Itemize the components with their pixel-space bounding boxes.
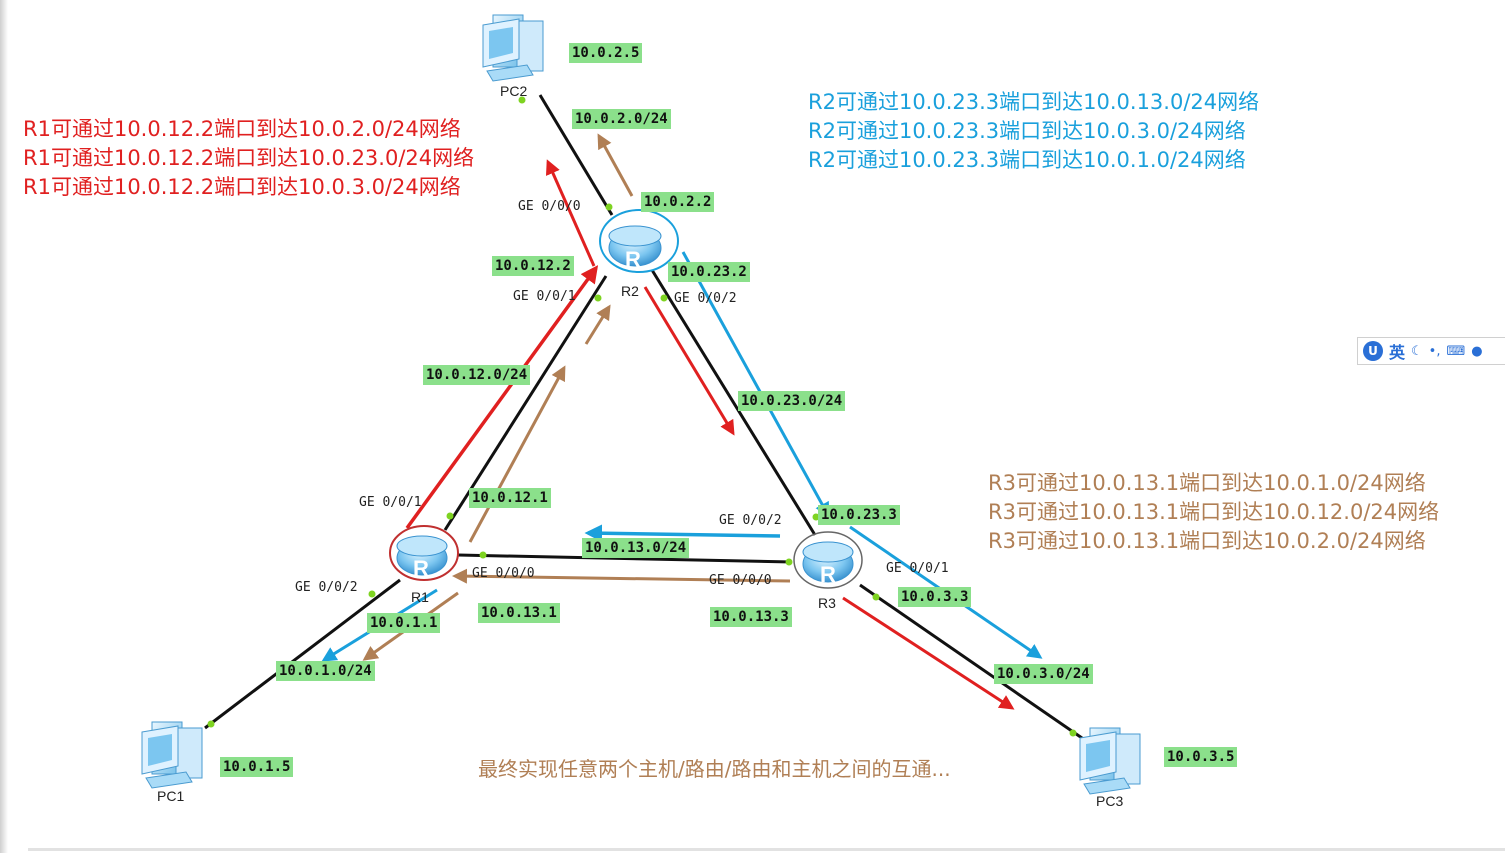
pc2-icon[interactable] (482, 14, 544, 82)
r1-note-3: R1可通过10.0.12.2端口到达10.0.3.0/24网络 (23, 175, 461, 199)
window-left-edge (0, 0, 8, 853)
link-r1-r2 (443, 275, 608, 531)
dot-pc1 (207, 720, 215, 728)
router-r3-glyph: R (820, 562, 836, 587)
links (204, 94, 1083, 740)
r2-g001-ip-tag: 10.0.12.2 (492, 256, 574, 276)
net-r2-pc2-tag: 10.0.2.0/24 (572, 109, 671, 129)
r3-route-notes: R3可通过10.0.13.1端口到达10.0.1.0/24网络 R3可通过10.… (988, 469, 1439, 556)
pc2-ip-tag: 10.0.2.5 (569, 43, 643, 63)
link-r3-pc3 (859, 583, 1083, 740)
r3-label: R3 (818, 595, 836, 611)
r1-port-g002: GE 0/0/2 (295, 580, 358, 595)
r1-g000-ip-tag: 10.0.13.1 (478, 603, 560, 623)
net-r1-r3-tag: 10.0.13.0/24 (582, 538, 690, 558)
punctuation-icon[interactable]: •, (1428, 343, 1441, 359)
router-r1[interactable]: R (389, 525, 459, 581)
pc1-label: PC1 (157, 788, 185, 804)
router-r1-glyph: R (413, 556, 429, 581)
arrow-r2-to-r3-blue (681, 251, 830, 518)
r3-g000-ip-tag: 10.0.13.3 (710, 607, 792, 627)
r2-port-g002: GE 0/0/2 (674, 291, 737, 306)
link-r1-pc1 (204, 578, 401, 730)
r3-route-arrows (362, 133, 791, 661)
r2-label: R2 (621, 283, 639, 299)
r3-note-2: R3可通过10.0.13.1端口到达10.0.12.0/24网络 (988, 500, 1440, 524)
router-r2[interactable]: R (599, 209, 679, 273)
arrow-r1-to-r2-thick (405, 265, 599, 530)
net-r3-pc3-tag: 10.0.3.0/24 (994, 664, 1093, 684)
pc3-ip-tag: 10.0.3.5 (1164, 747, 1238, 767)
dot-r1-g000 (479, 551, 487, 559)
r2-note-3: R2可通过10.0.23.3端口到达10.0.1.0/24网络 (808, 148, 1246, 172)
dot-r1-g001 (446, 512, 454, 520)
ime-toolbar[interactable]: U 英 ☾ •, ⌨ ● (1357, 337, 1505, 365)
arrow-r3-to-r1-blue (584, 524, 781, 542)
user-icon[interactable]: ● (1471, 343, 1483, 359)
dot-pc3 (1069, 729, 1077, 737)
r1-g002-ip-tag: 10.0.1.1 (367, 613, 441, 633)
r1-route-arrows (405, 159, 1015, 710)
r1-note-1: R1可通过10.0.12.2端口到达10.0.2.0/24网络 (23, 117, 461, 141)
keyboard-icon[interactable]: ⌨ (1446, 343, 1466, 359)
r3-g001-ip-tag: 10.0.3.3 (898, 587, 972, 607)
pc3-icon[interactable] (1079, 727, 1141, 795)
ime-logo-icon[interactable]: U (1363, 341, 1383, 361)
r3-note-3: R3可通过10.0.13.1端口到达10.0.2.0/24网络 (988, 529, 1426, 553)
router-r3[interactable]: R (793, 531, 863, 589)
link-r2-pc2 (538, 94, 614, 216)
router-r2-glyph: R (625, 247, 641, 272)
interface-dots (207, 96, 1077, 737)
arrow-r2-to-pc2-brown (597, 133, 634, 197)
r2-port-g001: GE 0/0/1 (513, 289, 576, 304)
summary-note: 最终实现任意两个主机/路由/路由和主机之间的互通... (478, 757, 951, 781)
r3-port-g000: GE 0/0/0 (709, 573, 772, 588)
dot-pc2 (518, 96, 526, 104)
dot-r3-g001 (872, 593, 880, 601)
r1-label: R1 (411, 589, 429, 605)
arrow-r1-to-pc2-net (545, 159, 596, 267)
pc3-label: PC3 (1096, 793, 1124, 809)
arrow-r1-to-r2-brown (468, 365, 566, 543)
r2-note-1: R2可通过10.0.23.3端口到达10.0.13.0/24网络 (808, 90, 1260, 114)
link-r1-r3 (457, 553, 793, 564)
arrow-r2-to-r3 (643, 286, 735, 436)
r3-g002-ip-tag: 10.0.23.3 (818, 505, 900, 525)
moon-icon[interactable]: ☾ (1411, 343, 1423, 359)
r2-note-2: R2可通过10.0.23.3端口到达10.0.3.0/24网络 (808, 119, 1246, 143)
dot-r1-g002 (368, 590, 376, 598)
arrow-r1r2-to-r2-brown (584, 304, 611, 345)
dot-r3-g000 (785, 558, 793, 566)
r2-route-notes: R2可通过10.0.23.3端口到达10.0.13.0/24网络 R2可通过10… (808, 88, 1259, 175)
r1-port-g000: GE 0/0/0 (472, 566, 535, 581)
r1-port-g001: GE 0/0/1 (359, 495, 422, 510)
r3-note-1: R3可通过10.0.13.1端口到达10.0.1.0/24网络 (988, 471, 1426, 495)
window-bottom-edge (28, 848, 1505, 851)
dot-r2-g000 (605, 203, 613, 211)
r2-g000-ip-tag: 10.0.2.2 (641, 192, 715, 212)
arrow-r3-to-pc3-net (842, 596, 1015, 710)
link-r2-r3 (650, 269, 817, 536)
net-r1-pc1-tag: 10.0.1.0/24 (276, 661, 375, 681)
r1-g001-ip-tag: 10.0.12.1 (469, 488, 551, 508)
dot-r2-g002 (660, 294, 668, 302)
r1-note-2: R1可通过10.0.12.2端口到达10.0.23.0/24网络 (23, 146, 475, 170)
arrow-r3-to-r1-brown (452, 568, 791, 584)
net-r1-r2-tag: 10.0.12.0/24 (423, 365, 531, 385)
net-r2-r3-tag: 10.0.23.0/24 (738, 391, 846, 411)
r3-port-g001: GE 0/0/1 (886, 561, 949, 576)
r2-port-g000: GE 0/0/0 (518, 199, 581, 214)
r1-route-notes: R1可通过10.0.12.2端口到达10.0.2.0/24网络 R1可通过10.… (23, 115, 474, 202)
ime-language-toggle[interactable]: 英 (1389, 343, 1406, 362)
pc2-label: PC2 (500, 83, 528, 99)
dot-r2-g001 (594, 294, 602, 302)
r3-port-g002: GE 0/0/2 (719, 513, 782, 528)
pc1-ip-tag: 10.0.1.5 (220, 757, 294, 777)
pc1-icon[interactable] (141, 721, 203, 789)
r2-g002-ip-tag: 10.0.23.2 (668, 262, 750, 282)
